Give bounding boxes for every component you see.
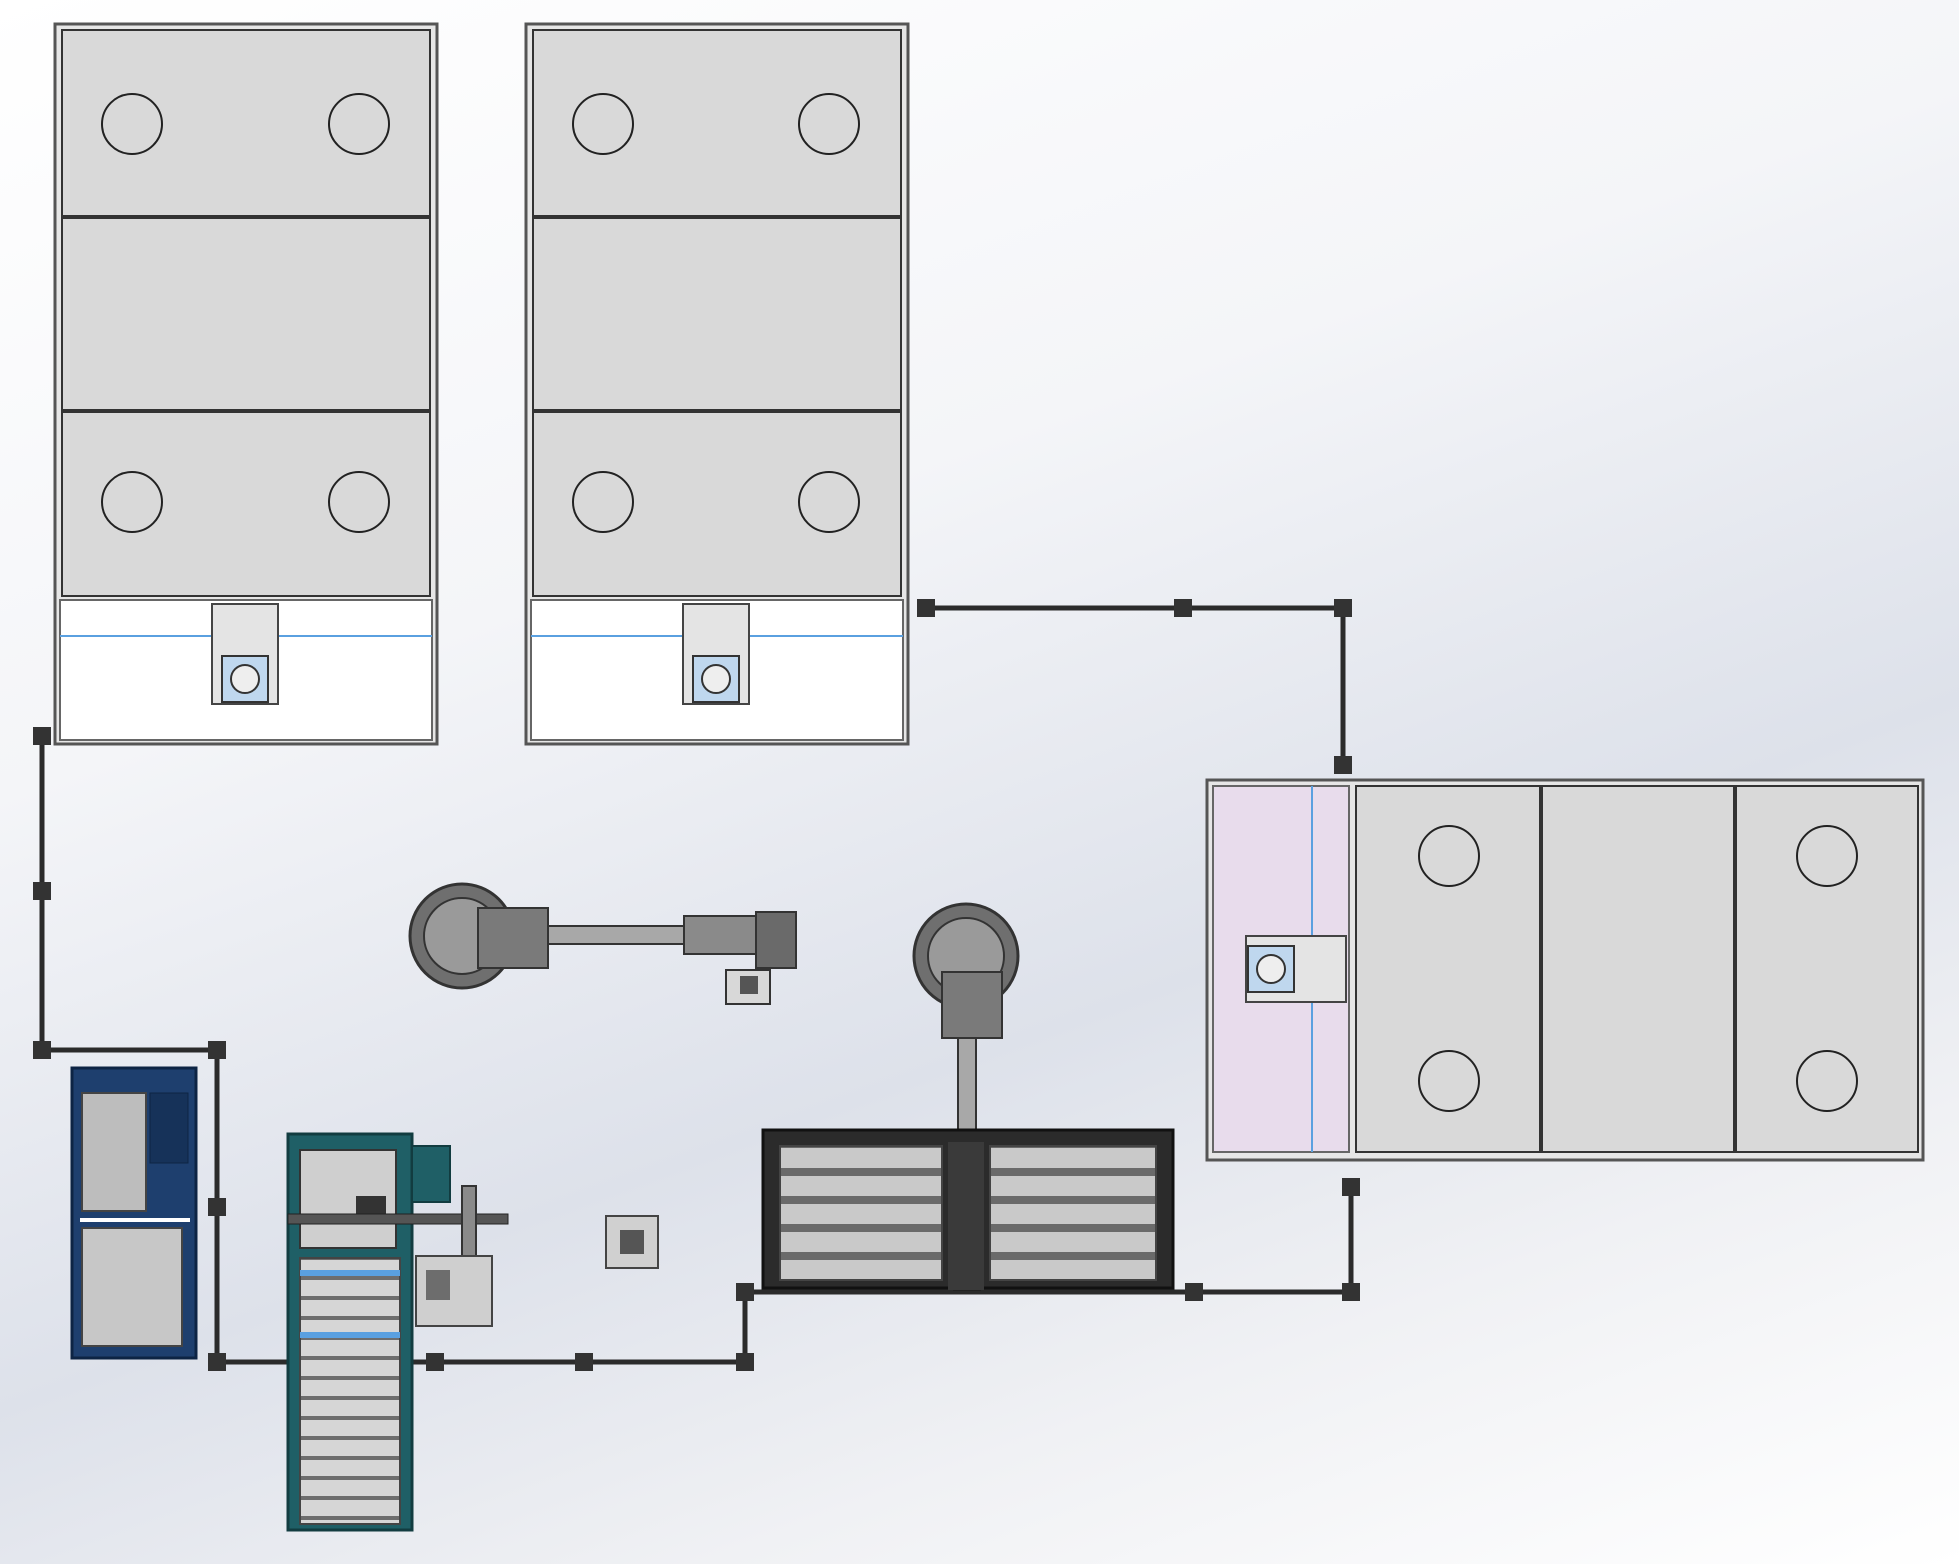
part-circle — [798, 471, 860, 533]
part-circle — [101, 471, 163, 533]
part-circle — [328, 93, 390, 155]
table-rollers — [779, 1145, 943, 1281]
rack-shelf — [61, 411, 431, 597]
rack-shelf — [1541, 785, 1735, 1153]
conveyor — [286, 1132, 509, 1532]
robot-tool — [755, 911, 797, 969]
storage-rack-1 — [53, 22, 439, 746]
storage-rack-3 — [1205, 778, 1925, 1162]
control-cabinet — [70, 1066, 198, 1360]
part-circle — [572, 471, 634, 533]
part-circle — [101, 93, 163, 155]
rack-shelf — [1355, 785, 1541, 1153]
storage-rack-2 — [524, 22, 910, 746]
part-circle — [572, 93, 634, 155]
fence-line — [926, 605, 1346, 766]
robot-1 — [408, 882, 797, 1005]
fence-line — [39, 736, 1354, 1365]
rack-shelf — [61, 29, 431, 217]
fence-posts — [33, 599, 1360, 1371]
part-circle — [1796, 825, 1858, 887]
part-circle — [1418, 1050, 1480, 1112]
sensor-station — [605, 1215, 659, 1269]
table-rollers — [989, 1145, 1157, 1281]
part-circle — [1418, 825, 1480, 887]
part-circle — [1796, 1050, 1858, 1112]
roller-table — [761, 1128, 1175, 1290]
conveyor-belt — [299, 1257, 401, 1525]
part-circle — [328, 471, 390, 533]
part-circle — [798, 93, 860, 155]
robot-arm — [547, 925, 685, 945]
rack-shelf — [532, 217, 902, 411]
rack-shelf — [532, 411, 902, 597]
rack-shelf — [1735, 785, 1919, 1153]
rack-shelf — [61, 217, 431, 411]
rack-shelf — [532, 29, 902, 217]
